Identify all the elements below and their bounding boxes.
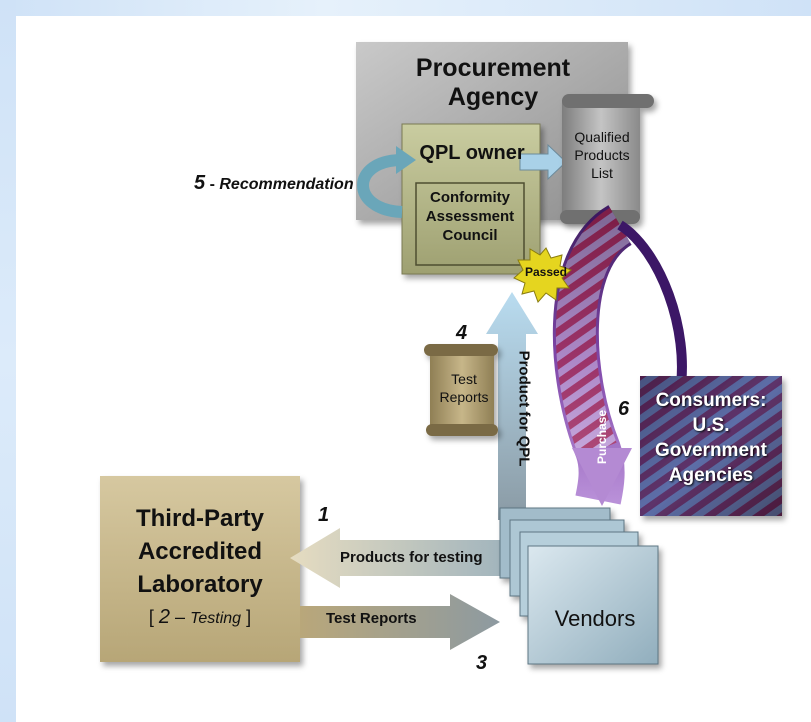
lab-line-2: Accredited (137, 538, 263, 565)
step-6-number: 6 (618, 398, 630, 420)
conformity-council-box (415, 182, 525, 266)
consumers-line-3: Government (655, 440, 767, 461)
step-3-number: 3 (476, 652, 488, 674)
qpl-owner-box (401, 123, 541, 275)
step-4-number: 4 (456, 322, 468, 344)
recommendation-arrowhead (396, 146, 416, 174)
consumers-line-4: Agencies (668, 465, 754, 486)
qpl-line-2: Products (574, 147, 630, 163)
laboratory-box (100, 476, 300, 662)
passed-label: Passed (524, 265, 568, 279)
qualified-products-list-label: Qualified Products List (566, 128, 638, 182)
qpl-line-1: Qualified (574, 129, 630, 145)
council-line-1: Conformity (430, 189, 510, 206)
products-for-testing-arrow (290, 528, 512, 588)
purchase-arrowhead (572, 448, 632, 506)
products-for-testing-label: Products for testing (340, 549, 483, 566)
step-5-number: 5 (194, 172, 206, 194)
consumers-label: Consumers: U.S. Government Agencies (640, 388, 782, 488)
vendors-label: Vendors (554, 606, 636, 631)
slide-frame-left (0, 0, 16, 722)
passed-seal (513, 247, 572, 303)
purchase-label: Purchase (595, 409, 609, 465)
lab-line-1: Third-Party (135, 505, 264, 532)
consumers-line-2: U.S. (692, 415, 730, 436)
lab-testing-line: [ 2 – Testing ] (148, 606, 252, 628)
recommendation-label: 5 - Recommendation (194, 172, 354, 194)
product-for-qpl-arrow (486, 292, 538, 520)
test-reports-scroll-label: Test Reports (434, 370, 494, 406)
testing-text: Testing (190, 610, 242, 627)
qpl-to-list-arrow (519, 143, 567, 181)
test-reports-line-2: Reports (439, 389, 489, 405)
step-1-number: 1 (318, 504, 330, 526)
step-2-number: 2 (158, 606, 171, 628)
slide-frame-top (0, 0, 811, 16)
vendors-stack (499, 507, 659, 665)
purchase-arrow-return (617, 220, 687, 393)
product-for-qpl-label: Product for QPL (515, 350, 533, 467)
test-reports-line-1: Test (451, 371, 477, 387)
council-line-3: Council (442, 227, 498, 244)
qpl-line-3: List (591, 165, 613, 181)
qualified-products-list-scroll (560, 94, 654, 224)
test-reports-arrow-label: Test Reports (326, 610, 417, 627)
recommendation-text: Recommendation (219, 176, 354, 193)
qpl-owner-label: QPL owner (419, 142, 525, 164)
consumers-line-1: Consumers: (655, 390, 767, 411)
consumers-box (640, 376, 782, 516)
lab-line-3: Laboratory (137, 571, 263, 598)
laboratory-label: Third-Party Accredited Laboratory [ 2 – … (100, 502, 300, 635)
test-reports-scroll (424, 344, 498, 436)
conformity-council-label: Conformity Assessment Council (416, 188, 524, 245)
test-reports-arrow (300, 594, 500, 650)
procurement-agency-label: Procurement Agency (415, 54, 571, 111)
recommendation-arrow (357, 154, 403, 218)
council-line-2: Assessment (425, 208, 515, 225)
